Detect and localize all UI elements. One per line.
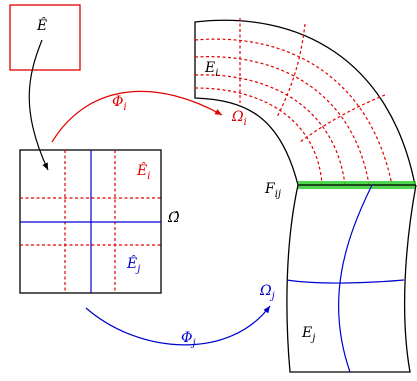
- subdomain-j-grid: [20, 150, 161, 293]
- physical-domain-j-outline: [286, 184, 417, 373]
- interface: Fij: [264, 181, 416, 200]
- domain-j-label: Ωj: [259, 283, 275, 302]
- physical-domain-i-outline: [194, 19, 416, 186]
- reference-element-label: Ê: [36, 16, 47, 34]
- subelement-i-label: Êi: [136, 161, 150, 182]
- reference-domain: Êi Êj Ω̂: [19, 149, 180, 294]
- reference-to-domain-arrow: [28, 39, 49, 171]
- domain-i-label: Ωi: [231, 109, 247, 128]
- reference-element: Ê: [9, 4, 81, 71]
- reference-domain-label: Ω̂: [167, 210, 180, 226]
- subelement-j-label: Êj: [126, 254, 140, 275]
- reference-element-box: [9, 4, 81, 71]
- physical-domain-j: Ej: [286, 184, 417, 373]
- interface-label: Fij: [264, 181, 281, 200]
- map-j-arrow: [85, 305, 271, 346]
- map-j-label: Φj: [181, 330, 196, 349]
- map-i-label: Φi: [112, 94, 127, 113]
- physical-element-j-label: Ej: [301, 325, 315, 344]
- physical-domain-i: Ei: [194, 18, 416, 186]
- physical-domain-i-grid: [194, 18, 393, 186]
- physical-domain-j-grid: [286, 184, 405, 373]
- physical-element-i-label: Ei: [204, 60, 218, 79]
- map-i-arrow: [51, 90, 223, 143]
